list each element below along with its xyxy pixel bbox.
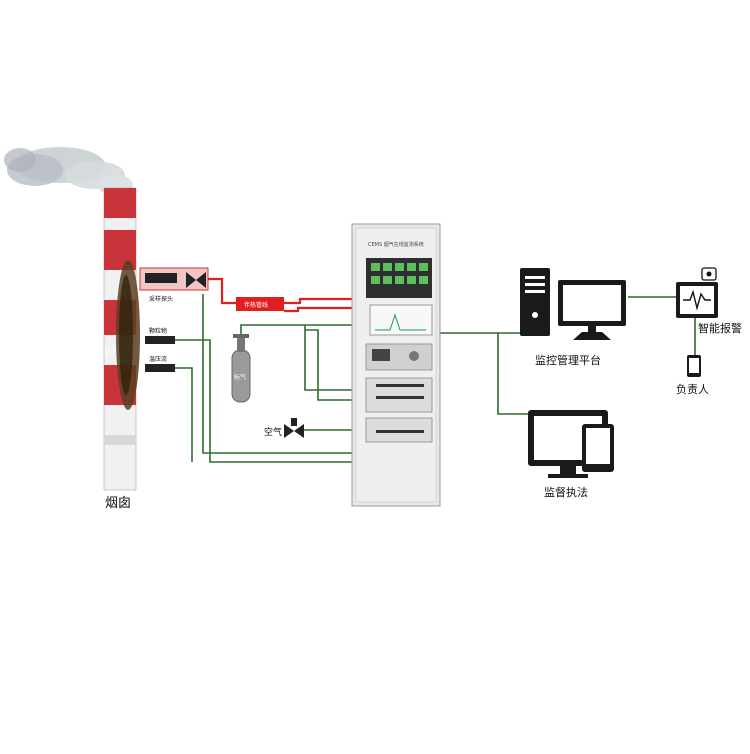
particulate-probe-icon <box>145 336 175 344</box>
particulate-label: 颗粒物 <box>149 328 168 335</box>
phone-icon <box>687 355 701 377</box>
chimney-icon <box>103 187 140 491</box>
gas-cylinder-icon <box>231 334 251 403</box>
alarm-device-icon <box>676 267 718 318</box>
signal-lines <box>175 294 696 463</box>
sampling-probe-label: 采样探头 <box>149 296 174 303</box>
smoke-icon <box>4 147 133 195</box>
monitor-icon <box>558 280 626 340</box>
monitoring-platform-label: 监控管理平台 <box>535 354 601 367</box>
responsible-person-label: 负责人 <box>676 383 709 396</box>
cabinet-icon <box>351 223 441 507</box>
flow-probe-icon <box>145 364 175 372</box>
heated-line-label: 伴热管线 <box>242 299 271 310</box>
air-label: 空气 <box>264 428 283 438</box>
computer-tower-icon <box>520 268 550 336</box>
sample-line <box>208 277 352 313</box>
probe-icon <box>139 267 209 291</box>
chimney-number: 07 <box>104 346 117 357</box>
smart-alarm-label: 智能报警 <box>698 322 742 335</box>
supervision-label: 监督执法 <box>544 486 588 499</box>
temp-pressure-flow-label: 温压流 <box>149 356 168 363</box>
chimney-label: 烟囱 <box>105 496 132 511</box>
tablet-icon <box>582 424 614 472</box>
cabinet-title: CEMS 烟气在线监测系统 <box>368 242 424 248</box>
air-valve-icon <box>284 418 304 438</box>
standard-gas-label: 标气 <box>234 374 247 381</box>
